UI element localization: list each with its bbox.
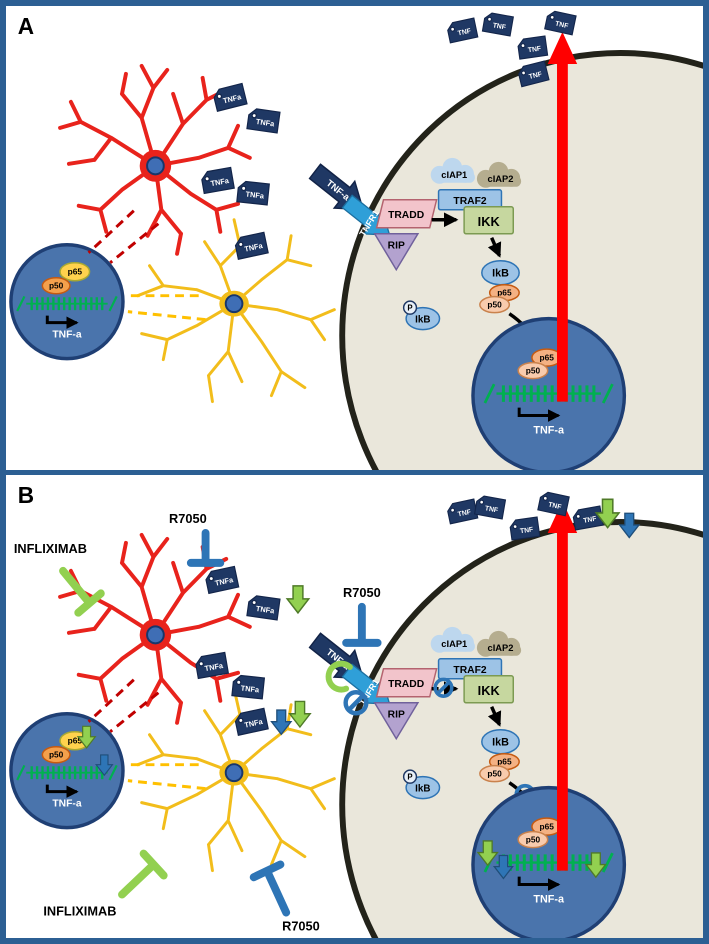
tnfa-tag: TNFa xyxy=(246,593,281,621)
blocked-binding-crescent xyxy=(325,660,353,693)
infliximab-inhibition-bar xyxy=(118,849,168,899)
tnfa-tag-label: TNFa xyxy=(255,117,275,129)
tnf-tag-label: TNF xyxy=(528,71,542,81)
tnf-tag-label: TNF xyxy=(492,22,506,31)
tnf-tag-label: TNF xyxy=(457,508,471,518)
tnfa-tag: TNFa xyxy=(233,707,269,736)
tnfa-tag-label: TNFa xyxy=(244,716,265,729)
panel-a-scene: TNF-a p65 p50 TNF-a TNFR1 TRADD xyxy=(6,9,703,470)
tnfa-tag: TNFa xyxy=(231,673,265,699)
panel-b-label: B xyxy=(18,481,34,507)
tnfa-tag: TNFa xyxy=(194,651,229,679)
secreted-tnf-tag: TNF xyxy=(474,493,507,519)
panel-b: TNFa TNFa TNFa TNFa TNFa TNF TNF TNF TNF… xyxy=(6,474,703,938)
infliximab-inhibition-bar xyxy=(59,566,105,617)
tnfa-tag: TNFa xyxy=(246,107,281,134)
tnf-tag-label: TNF xyxy=(583,515,597,524)
secreted-tnf-tag: TNF xyxy=(544,9,577,36)
secreted-tnf-tag: TNF xyxy=(445,17,479,44)
decrease-arrow-blue xyxy=(270,708,292,735)
microglia-signal-dashes xyxy=(125,762,206,790)
tnfa-tag-label: TNFa xyxy=(214,574,235,587)
r7050-inhibition-bar xyxy=(186,528,225,567)
r7050-inhibition-bar xyxy=(249,860,291,917)
secreted-tnf-tag: TNF xyxy=(516,35,549,60)
tnfa-tag: TNFa xyxy=(203,565,240,594)
r7050-label-receptor: R7050 xyxy=(343,584,381,599)
tnfa-tag-label: TNFa xyxy=(255,603,275,615)
decrease-arrow-green xyxy=(286,584,310,614)
r7050-label-bottom: R7050 xyxy=(282,918,320,933)
glial-nucleus xyxy=(11,245,123,359)
tnf-tag-label: TNF xyxy=(520,526,534,535)
neuron-signal-dashes xyxy=(87,678,160,733)
cell-nucleus xyxy=(473,319,624,470)
secreted-tnf-tag: TNF xyxy=(516,60,550,88)
panel-a: TNF-a p65 p50 TNF-a TNFR1 TRADD xyxy=(6,6,703,470)
tnfa-tag-label: TNFa xyxy=(240,683,260,694)
secreted-tnf-tag: TNF xyxy=(571,504,604,531)
tnf-tag-label: TNF xyxy=(554,21,568,31)
secreted-tnf-tag: TNF xyxy=(481,11,514,37)
tnf-tag-label: TNF xyxy=(548,501,562,511)
tnf-tag-label: TNF xyxy=(528,45,542,54)
microglia-signal-dashes xyxy=(125,294,206,322)
cell-nucleus xyxy=(473,787,624,938)
infliximab-label-bottom: INFLIXIMAB xyxy=(43,903,116,918)
tnf-tag-label: TNF xyxy=(484,505,498,514)
tnfa-tag: TNFa xyxy=(211,82,248,112)
secreted-tnf-tag: TNF xyxy=(508,515,541,541)
tnfa-tag-label: TNFa xyxy=(245,190,265,201)
panel-a-label: A xyxy=(18,13,34,39)
secreted-tnf-tag: TNF xyxy=(537,489,570,516)
tnfa-tag: TNFa xyxy=(233,231,269,260)
tnfa-tag-label: TNFa xyxy=(210,176,231,188)
tnf-tag-label: TNF xyxy=(457,28,471,38)
tnfa-tag: TNFa xyxy=(236,180,270,206)
neuron-signal-dashes xyxy=(87,209,160,264)
tnfa-tag: TNFa xyxy=(200,166,235,195)
tnfa-tag-label: TNFa xyxy=(204,660,225,672)
decrease-arrow-green xyxy=(288,700,311,728)
secreted-tnf-tag: TNF xyxy=(445,497,479,524)
panel-b-scene: TNFa TNFa TNFa TNFa TNFa TNF TNF TNF TNF… xyxy=(6,481,703,938)
tnfa-tag-label: TNFa xyxy=(244,241,265,254)
r7050-inhibition-bar xyxy=(342,602,382,647)
r7050-label-top: R7050 xyxy=(169,510,207,525)
infliximab-label-top: INFLIXIMAB xyxy=(14,540,87,555)
